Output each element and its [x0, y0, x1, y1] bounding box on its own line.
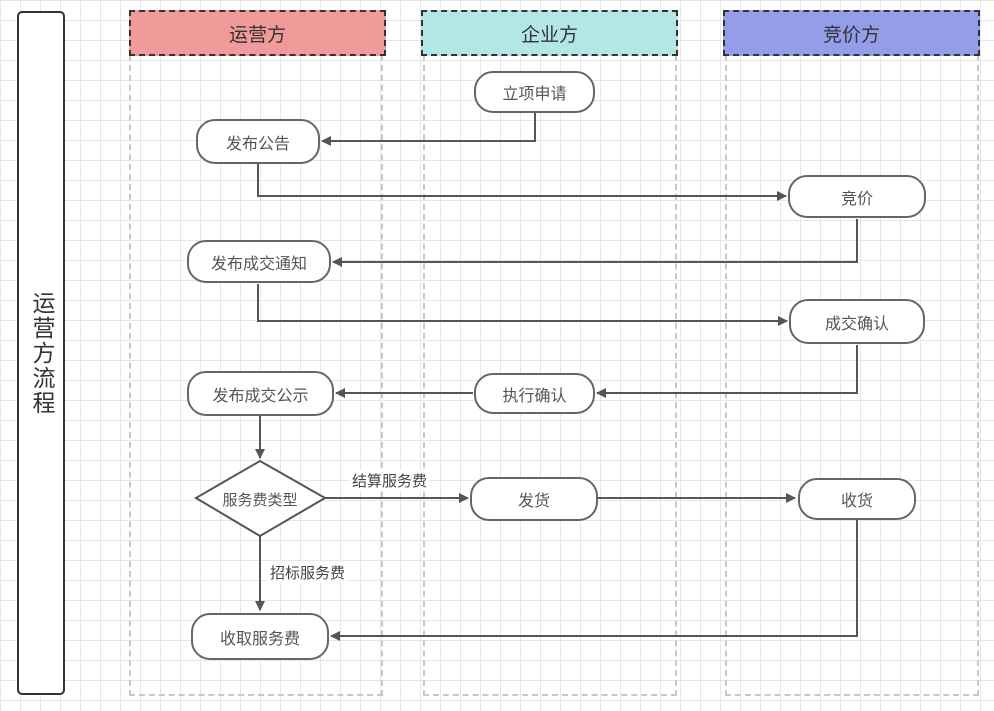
edge-apply-to-notice: [321, 113, 536, 146]
lane-header-operator: 运营方: [129, 10, 386, 56]
node-deal-confirm: 成交确认: [789, 299, 925, 344]
node-publish-deal-notice: 发布成交通知: [187, 240, 331, 283]
node-collect-fee: 收取服务费: [191, 613, 329, 660]
edge-deal-notice-to-confirm: [257, 284, 788, 326]
lane-header-bidder: 竞价方: [723, 10, 980, 56]
edge-bid-to-deal-notice: [332, 219, 858, 267]
process-title-box: 运营方流程: [17, 11, 65, 695]
node-publish-notice: 发布公告: [196, 119, 320, 164]
decision-diamond: [194, 459, 328, 538]
node-receive: 收货: [798, 478, 916, 520]
node-ship: 发货: [470, 477, 598, 521]
lane-bidder: [725, 55, 979, 696]
decision-fee-type-label: 服务费类型: [222, 490, 298, 509]
node-execute-confirm: 执行确认: [474, 373, 595, 414]
node-publish-deal-publicity: 发布成交公示: [187, 371, 334, 416]
node-project-apply: 立项申请: [474, 71, 595, 113]
lane-enterprise: [423, 55, 677, 696]
process-title: 运营方流程: [28, 290, 54, 416]
edge-label-bidding-fee: 招标服务费: [268, 562, 348, 583]
edge-confirm-to-execute: [596, 345, 858, 398]
lane-header-enterprise: 企业方: [421, 10, 678, 56]
edge-receive-to-collect: [330, 520, 858, 641]
edge-label-settlement-fee: 结算服务费: [350, 470, 430, 491]
edge-notice-to-bid: [257, 164, 787, 201]
lane-operator: [129, 55, 383, 696]
node-bid: 竞价: [788, 175, 926, 218]
